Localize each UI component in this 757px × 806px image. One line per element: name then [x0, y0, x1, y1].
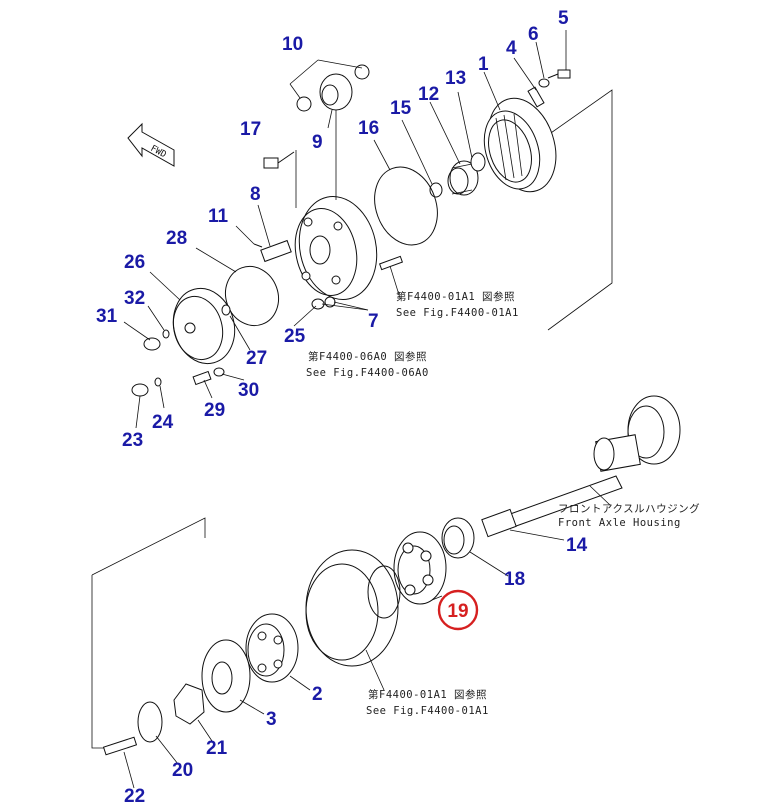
carrier-lower	[305, 549, 401, 667]
ref2-en: See Fig.F4400-06A0	[306, 367, 429, 379]
callout-15: 15	[390, 98, 412, 119]
callout-28: 28	[166, 228, 187, 249]
part-11-pin	[253, 243, 263, 248]
part-4-plate	[527, 86, 545, 108]
part-10-bearing-set	[289, 59, 370, 112]
callout-29: 29	[204, 400, 225, 421]
fwd-arrow-icon: FWD	[127, 122, 175, 167]
part-1-ring-gear	[483, 97, 557, 193]
callout-14: 14	[566, 535, 588, 556]
housing-label-jp: フロントアクスルハウジング	[558, 502, 700, 515]
part-31-plug	[143, 337, 161, 351]
part-16-o-ring	[374, 166, 438, 246]
part-9-planet-gear	[319, 73, 353, 111]
reference-notes: 第F4400-01A1 図参照 See Fig.F4400-01A1 第F440…	[306, 290, 700, 717]
part-13-spacer	[470, 152, 486, 172]
callout-20: 20	[172, 760, 193, 781]
callout-4: 4	[506, 38, 517, 59]
callout-24: 24	[152, 412, 174, 433]
callout-7: 7	[368, 311, 379, 332]
callout-18: 18	[504, 569, 525, 590]
part-23-plug	[131, 383, 149, 397]
callout-8: 8	[250, 184, 261, 205]
callout-21: 21	[206, 738, 228, 759]
ref2-jp: 第F4400-06A0 図参照	[308, 350, 427, 363]
part-22-bolt	[102, 736, 138, 756]
part-24-o-ring	[154, 377, 162, 387]
part-14-axle-shaft	[481, 475, 623, 538]
callout-19: 19	[447, 601, 468, 622]
callout-12: 12	[418, 84, 439, 105]
part-21-lock-plate	[173, 683, 205, 725]
planet-carrier	[294, 196, 378, 300]
callout-5: 5	[558, 8, 569, 29]
callout-numbers: 1 2 3 4 5 6 7 8 9 10 11 12 13 14 15 16 1…	[96, 8, 588, 806]
part-5-bolt	[547, 69, 571, 79]
callout-6: 6	[528, 24, 539, 45]
part-12-needle-bearing	[447, 160, 479, 196]
part-17-bolt	[263, 151, 295, 169]
part-27-washer	[221, 304, 231, 316]
callout-2: 2	[312, 684, 323, 705]
callout-30: 30	[238, 380, 259, 401]
callout-25: 25	[284, 326, 306, 347]
part-26-cover	[172, 287, 236, 365]
part-29-bolt	[192, 370, 212, 386]
callout-22: 22	[124, 786, 145, 806]
callout-9: 9	[312, 132, 323, 153]
part-18-ring	[441, 517, 475, 559]
part-8-shaft	[260, 239, 292, 263]
part-32-o-ring	[162, 329, 170, 339]
part-30-washer	[213, 367, 225, 377]
part-2-ring-gear	[245, 613, 299, 683]
front-axle-housing	[593, 395, 681, 472]
part-6-washer	[538, 78, 550, 88]
part-19-bearing	[393, 531, 447, 605]
callout-1: 1	[478, 54, 489, 75]
ref1-en: See Fig.F4400-01A1	[396, 307, 519, 319]
callout-16: 16	[358, 118, 379, 139]
stud-bolt	[378, 255, 404, 271]
housing-label-en: Front Axle Housing	[558, 517, 681, 529]
leader-lines	[123, 30, 611, 789]
ref3-jp: 第F4400-01A1 図参照	[368, 688, 487, 701]
callout-11: 11	[208, 206, 229, 227]
callout-3: 3	[266, 709, 277, 730]
callout-13: 13	[445, 68, 466, 89]
ref1-jp: 第F4400-01A1 図参照	[396, 290, 515, 303]
callout-32: 32	[124, 288, 145, 309]
part-25-seal	[311, 296, 336, 310]
callout-31: 31	[96, 306, 118, 327]
ref3-en: See Fig.F4400-01A1	[366, 705, 489, 717]
callout-19-highlight-ring	[437, 589, 479, 631]
callout-26: 26	[124, 252, 145, 273]
part-15-snap-ring	[429, 182, 443, 198]
part-3-hub	[201, 639, 251, 713]
callout-27: 27	[246, 348, 267, 369]
callout-23: 23	[122, 430, 143, 451]
callout-10: 10	[282, 34, 303, 55]
callout-17: 17	[240, 119, 261, 140]
part-20-washer	[137, 701, 163, 743]
